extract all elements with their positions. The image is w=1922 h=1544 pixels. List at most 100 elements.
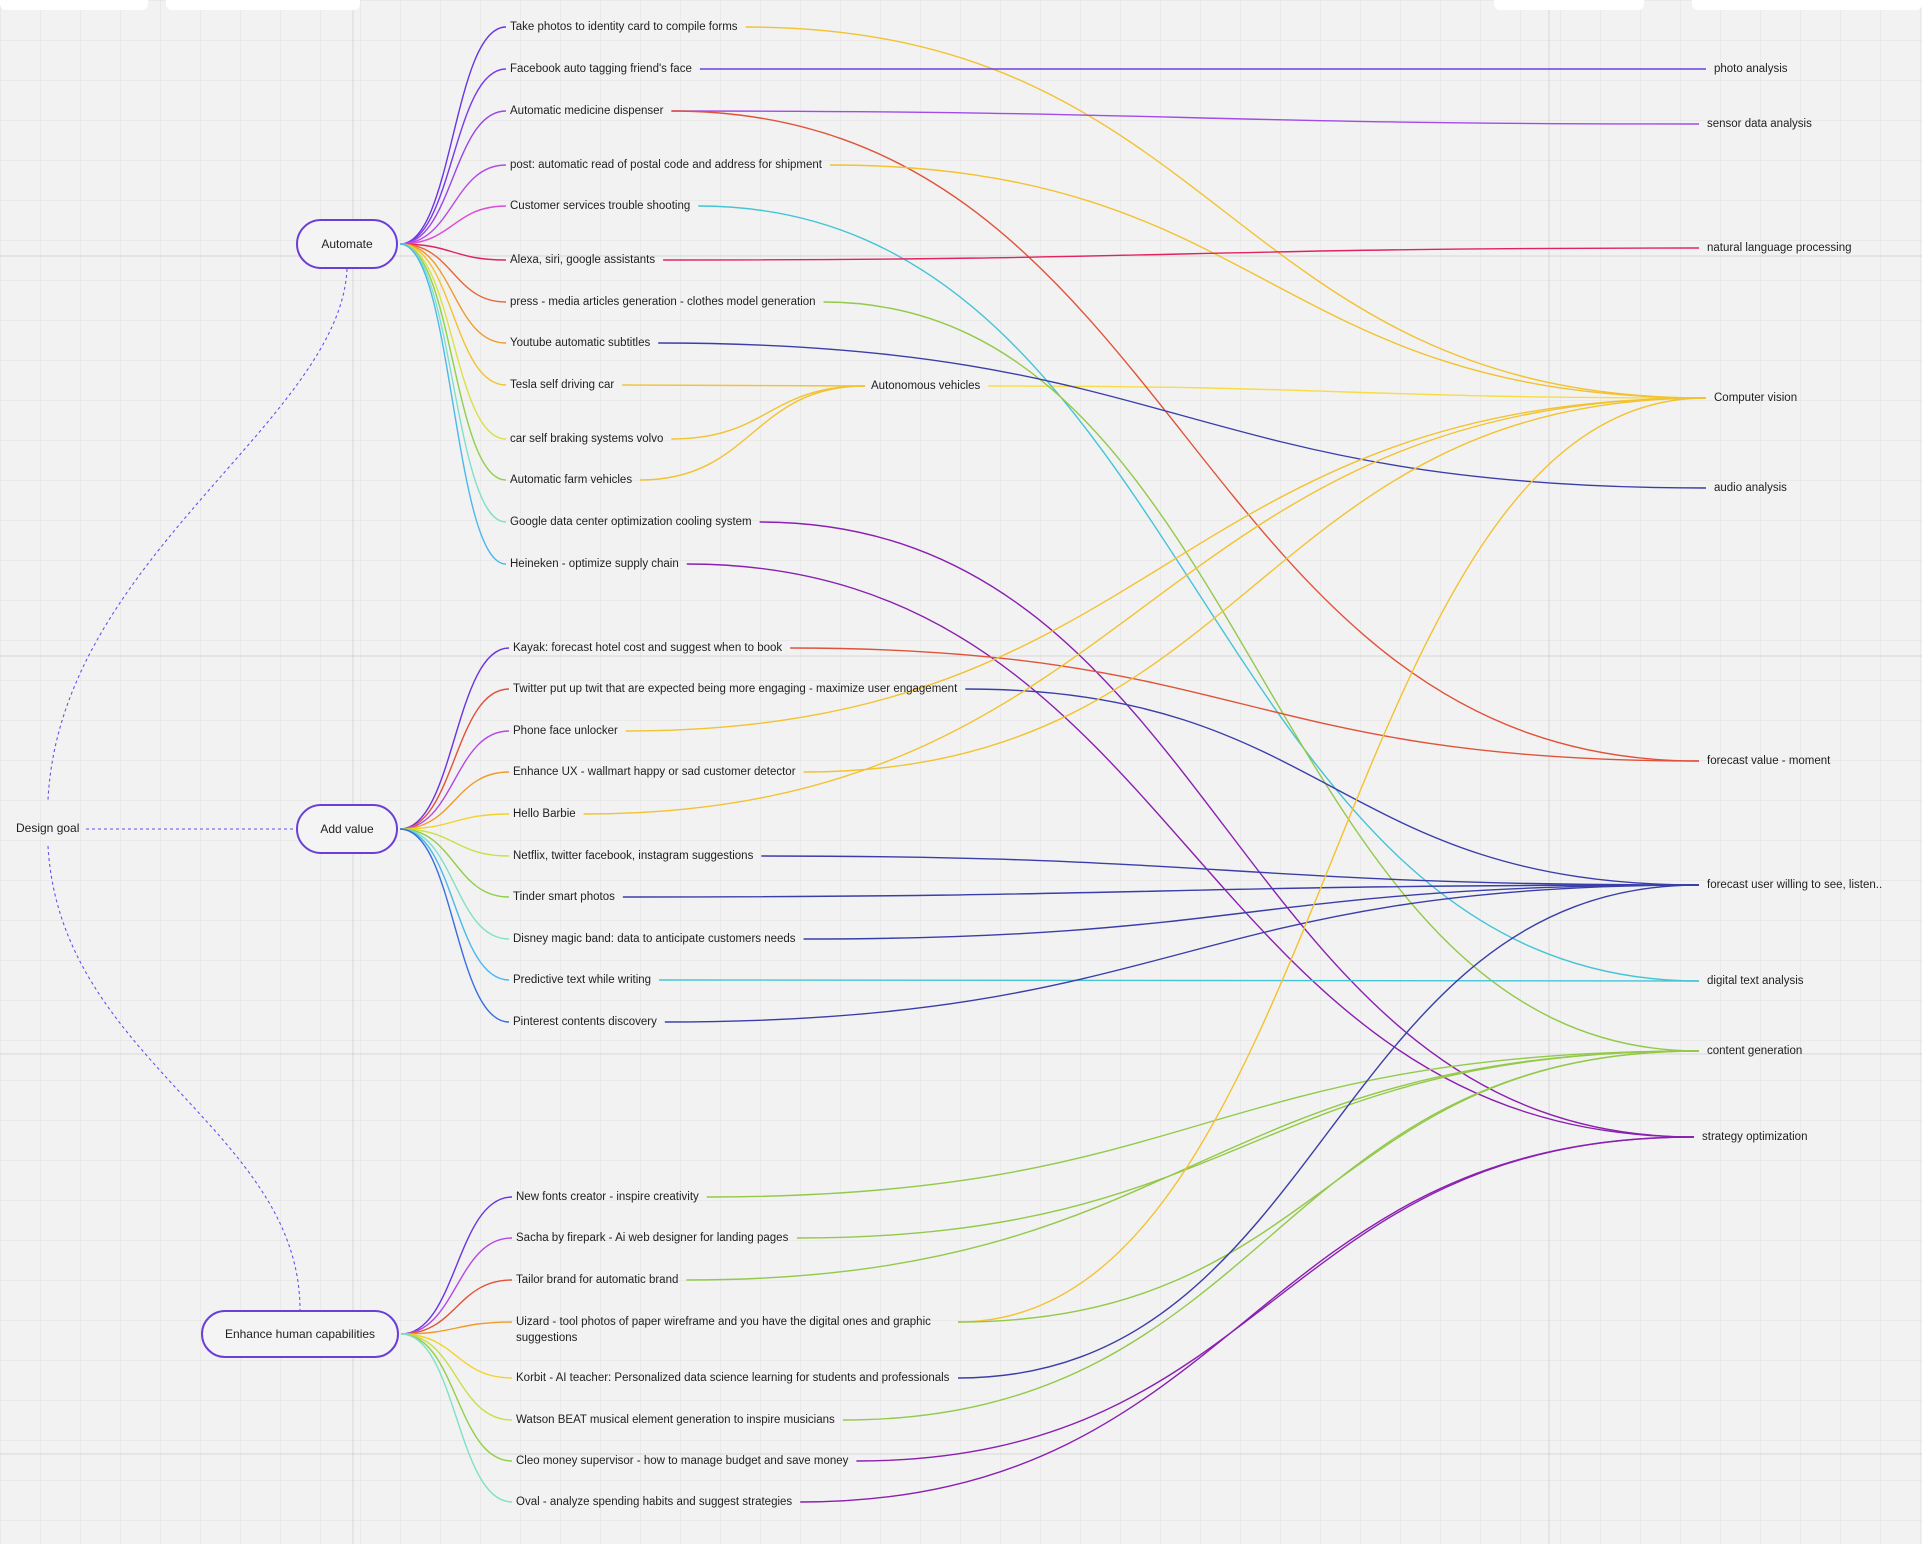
item-label[interactable]: Korbit - AI teacher: Personalized data s… [516,1372,950,1384]
board-divider [0,1053,1922,1055]
target-node-content[interactable]: content generation [1707,1045,1803,1057]
target-node-forecast-moment[interactable]: forecast value - moment [1707,755,1831,767]
link-to-forecast-moment [671,110,1700,762]
item-label[interactable]: Phone face unlocker [513,725,618,737]
branch-connector [399,243,507,386]
link-to-forecast-user [965,688,1700,886]
branch-connector [399,205,507,245]
item-label[interactable]: post: automatic read of postal code and … [510,159,822,171]
branch-connector [400,1333,513,1421]
branch-connector [400,1279,513,1335]
target-node-sensor[interactable]: sensor data analysis [1707,118,1812,130]
branch-connector [399,688,510,830]
branch-connector [399,243,507,565]
intermediate-node-autonomous-vehicles[interactable]: Autonomous vehicles [871,380,981,392]
link-to-content [823,301,1700,1052]
link-to-cv [957,397,1707,1323]
link-to-content [842,1050,1700,1421]
link-to-forecast-user [664,884,1700,1023]
target-node-nlp[interactable]: natural language processing [1707,242,1852,254]
target-node-cv[interactable]: Computer vision [1714,392,1798,404]
link-to-strategy [686,563,1695,1138]
item-label[interactable]: Hello Barbie [513,808,576,820]
branch-connector [399,164,507,245]
category-node-add-value[interactable]: Add value [296,804,398,854]
branch-connector [399,26,507,245]
link-to-autonomous [671,385,866,440]
board-divider [0,1453,1922,1455]
branch-connector [399,828,510,981]
link-to-nlp [663,247,1700,261]
item-label[interactable]: Alexa, siri, google assistants [510,254,656,266]
item-label[interactable]: Tesla self driving car [510,379,615,391]
target-node-photo[interactable]: photo analysis [1714,63,1788,75]
link-to-cv [803,397,1707,773]
link-to-strategy [800,1136,1695,1503]
branch-connector [399,828,510,1023]
item-label[interactable]: Pinterest contents discovery [513,1016,657,1028]
item-label[interactable]: press - media articles generation - clot… [510,296,816,308]
item-label[interactable]: Heineken - optimize supply chain [510,558,679,570]
target-node-strategy[interactable]: strategy optimization [1702,1131,1808,1143]
item-label[interactable]: Automatic farm vehicles [510,474,633,486]
board-divider [0,255,1922,257]
category-label: Enhance human capabilities [224,1327,376,1341]
link-to-cv [745,26,1707,399]
item-label[interactable]: Predictive text while writing [513,974,652,986]
root-link [47,268,348,801]
category-node-enhance-human-capabilities[interactable]: Enhance human capabilities [201,1310,399,1358]
item-label[interactable]: Youtube automatic subtitles [510,337,651,349]
top-card [1692,0,1922,10]
link-to-forecast-user [957,884,1700,1379]
item-label[interactable]: Enhance UX - wallmart happy or sad custo… [513,766,796,778]
item-label[interactable]: Customer services trouble shooting [510,200,691,212]
item-label[interactable]: Take photos to identity card to compile … [510,21,738,33]
link-to-forecast-user [761,855,1700,886]
category-node-automate[interactable]: Automate [296,219,398,269]
item-label[interactable]: Netflix, twitter facebook, instagram sug… [513,850,754,862]
branch-connector [399,771,510,830]
item-label[interactable]: car self braking systems volvo [510,433,664,445]
category-label: Automate [321,237,373,251]
branch-connector [399,647,510,830]
target-node-digital-text[interactable]: digital text analysis [1707,975,1804,987]
branch-connector [400,1237,513,1335]
item-label[interactable]: Watson BEAT musical element generation t… [516,1414,835,1426]
link-to-cv [625,397,1707,732]
link-to-content [686,1050,1700,1281]
link-to-content [706,1050,1700,1198]
branch-connector [400,1333,513,1379]
top-card [0,0,148,10]
item-label[interactable]: Automatic medicine dispenser [510,105,664,117]
board-divider [1548,0,1550,1544]
branch-connector [399,110,507,245]
link-to-cv [829,164,1707,399]
item-label[interactable]: Uizard - tool photos of paper wireframe … [516,1316,931,1344]
item-label[interactable]: Google data center optimization cooling … [510,516,752,528]
link-to-cv [583,397,1707,815]
root-node[interactable]: Design goal [16,821,80,835]
branch-connector [400,1333,513,1462]
item-label[interactable]: Facebook auto tagging friend's face [510,63,692,75]
item-label[interactable]: Twitter put up twit that are expected be… [513,683,958,695]
item-label[interactable]: Kayak: forecast hotel cost and suggest w… [513,642,783,654]
branch-connector [399,243,507,523]
item-label[interactable]: Oval - analyze spending habits and sugge… [516,1496,793,1508]
link-to-strategy [759,521,1695,1138]
branch-connector [399,243,507,344]
item-label[interactable]: Tinder smart photos [513,891,615,903]
target-node-audio[interactable]: audio analysis [1714,482,1787,494]
target-node-forecast-user[interactable]: forecast user willing to see, listen.. [1707,879,1883,891]
branch-connector [399,243,507,261]
item-label[interactable]: Sacha by firepark - Ai web designer for … [516,1232,789,1244]
item-label[interactable]: New fonts creator - inspire creativity [516,1191,699,1203]
item-label[interactable]: Tailor brand for automatic brand [516,1274,679,1286]
link-to-sensor [671,110,1700,125]
link-to-audio [658,342,1707,489]
item-label[interactable]: Disney magic band: data to anticipate cu… [513,933,796,945]
item-label[interactable]: Cleo money supervisor - how to manage bu… [516,1455,849,1467]
link-to-autonomous [622,384,866,387]
link-to-forecast-user [803,884,1700,940]
